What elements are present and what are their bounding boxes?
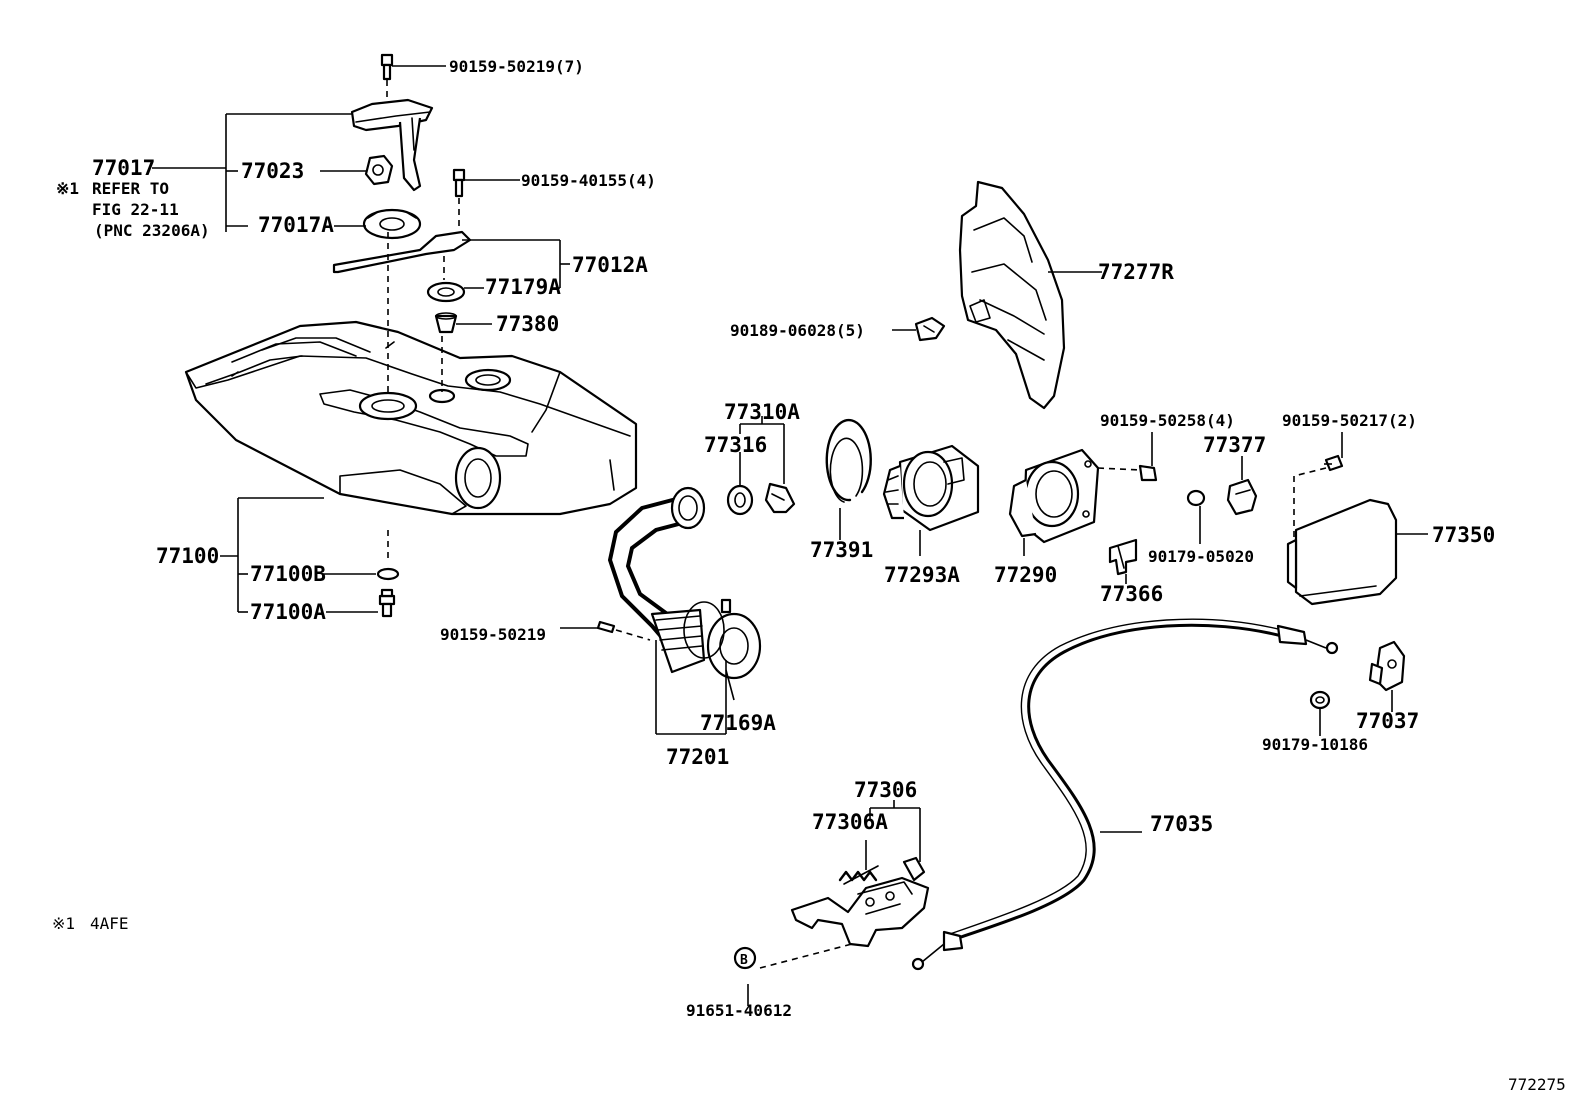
label-77391: 77391 — [810, 538, 873, 562]
label-91651-40612: 91651-40612 — [686, 1001, 792, 1020]
leaders-77100-group — [220, 497, 378, 613]
bolt-90159-50219-top — [380, 53, 446, 81]
bracket-77037 — [1368, 640, 1406, 712]
circle-b-letter: B — [740, 953, 748, 968]
sender-gauge-77012A — [332, 230, 472, 274]
snap-ring-77391 — [825, 418, 872, 540]
leaders-77201-group — [655, 640, 735, 735]
label-77169A: 77169A — [700, 711, 776, 735]
label-77290: 77290 — [994, 563, 1057, 587]
label-90179-05020: 90179-05020 — [1148, 547, 1254, 566]
gasket-77179A — [426, 281, 466, 303]
label-77037: 77037 — [1356, 709, 1419, 733]
label-77277R: 77277R — [1098, 260, 1174, 284]
filler-pipe-77201 — [607, 486, 762, 680]
grommet-77316 — [726, 484, 754, 516]
label-77350: 77350 — [1432, 523, 1495, 547]
leaders-77310A-group — [739, 416, 785, 486]
label-77306A: 77306A — [812, 810, 888, 834]
refer-line1: REFER TO — [92, 179, 169, 198]
cushion-77377 — [1226, 456, 1258, 516]
clip-77310A — [764, 482, 796, 514]
fuel-filter-77023 — [364, 154, 394, 186]
gasket-77100B — [376, 567, 400, 581]
refer-line2: FIG 22-11 — [92, 200, 179, 219]
label-77100: 77100 — [156, 544, 219, 568]
label-90159-50258-4: 90159-50258(4) — [1100, 411, 1235, 430]
clip-90189-06028 — [892, 316, 946, 342]
label-77380: 77380 — [496, 312, 559, 336]
label-77100A: 77100A — [250, 600, 326, 624]
label-77035: 77035 — [1150, 812, 1213, 836]
fuel-door-77350 — [1286, 498, 1428, 606]
label-77293A: 77293A — [884, 563, 960, 587]
label-77377: 77377 — [1203, 433, 1266, 457]
bolt-90159-40155 — [452, 168, 520, 198]
label-77310A: 77310A — [724, 400, 800, 424]
label-77100B: 77100B — [250, 562, 326, 586]
filler-opening-77290 — [1008, 448, 1100, 556]
nut-90179-10186 — [1309, 690, 1331, 736]
label-90159-50219: 90159-50219 — [440, 625, 546, 644]
fuel-pump-bracket-77017 — [350, 98, 434, 192]
grommet-77380 — [434, 312, 458, 334]
label-77366: 77366 — [1100, 582, 1163, 606]
label-77179A: 77179A — [485, 275, 561, 299]
label-77023: 77023 — [241, 159, 304, 183]
hinge-77366 — [1108, 538, 1138, 584]
footnote-mark: ※1 — [52, 914, 75, 933]
refer-mark: ※1 — [56, 179, 79, 198]
leaders-77017-group — [152, 113, 366, 232]
label-90159-50219-7: 90159-50219(7) — [449, 57, 584, 76]
label-77012A: 77012A — [572, 253, 648, 277]
figure-id: 772275 — [1508, 1075, 1566, 1094]
label-77017: 77017 — [92, 156, 155, 180]
nut-90179-05020 — [1186, 489, 1206, 544]
drain-plug-77100A — [378, 588, 396, 618]
filler-housing-77293A — [882, 444, 980, 556]
leaders-77306-group — [865, 800, 921, 870]
circle-b-marker: B — [733, 946, 757, 970]
label-90159-50217-2: 90159-50217(2) — [1282, 411, 1417, 430]
clip-91651-40612 — [759, 943, 853, 969]
bolt-90159-50258 — [1097, 432, 1158, 482]
fuel-tank-77100 — [184, 320, 638, 516]
bolt-90159-50217 — [1293, 432, 1344, 540]
leaders-77012A-group — [456, 239, 570, 325]
label-77201: 77201 — [666, 745, 729, 769]
gasket-77017A — [362, 208, 422, 240]
bolt-90159-50219-lower — [560, 620, 651, 641]
refer-line3: (PNC 23206A) — [94, 221, 210, 240]
label-90189-06028-5: 90189-06028(5) — [730, 321, 865, 340]
shield-77277R — [958, 180, 1102, 410]
label-77306: 77306 — [854, 778, 917, 802]
lever-77306 — [790, 856, 930, 948]
spring-77306A — [838, 865, 879, 885]
label-90179-10186: 90179-10186 — [1262, 735, 1368, 754]
label-77017A: 77017A — [258, 213, 334, 237]
opener-cable-77035 — [911, 618, 1339, 971]
footnote-text: 4AFE — [90, 914, 129, 933]
label-77316: 77316 — [704, 433, 767, 457]
label-90159-40155-4: 90159-40155(4) — [521, 171, 656, 190]
